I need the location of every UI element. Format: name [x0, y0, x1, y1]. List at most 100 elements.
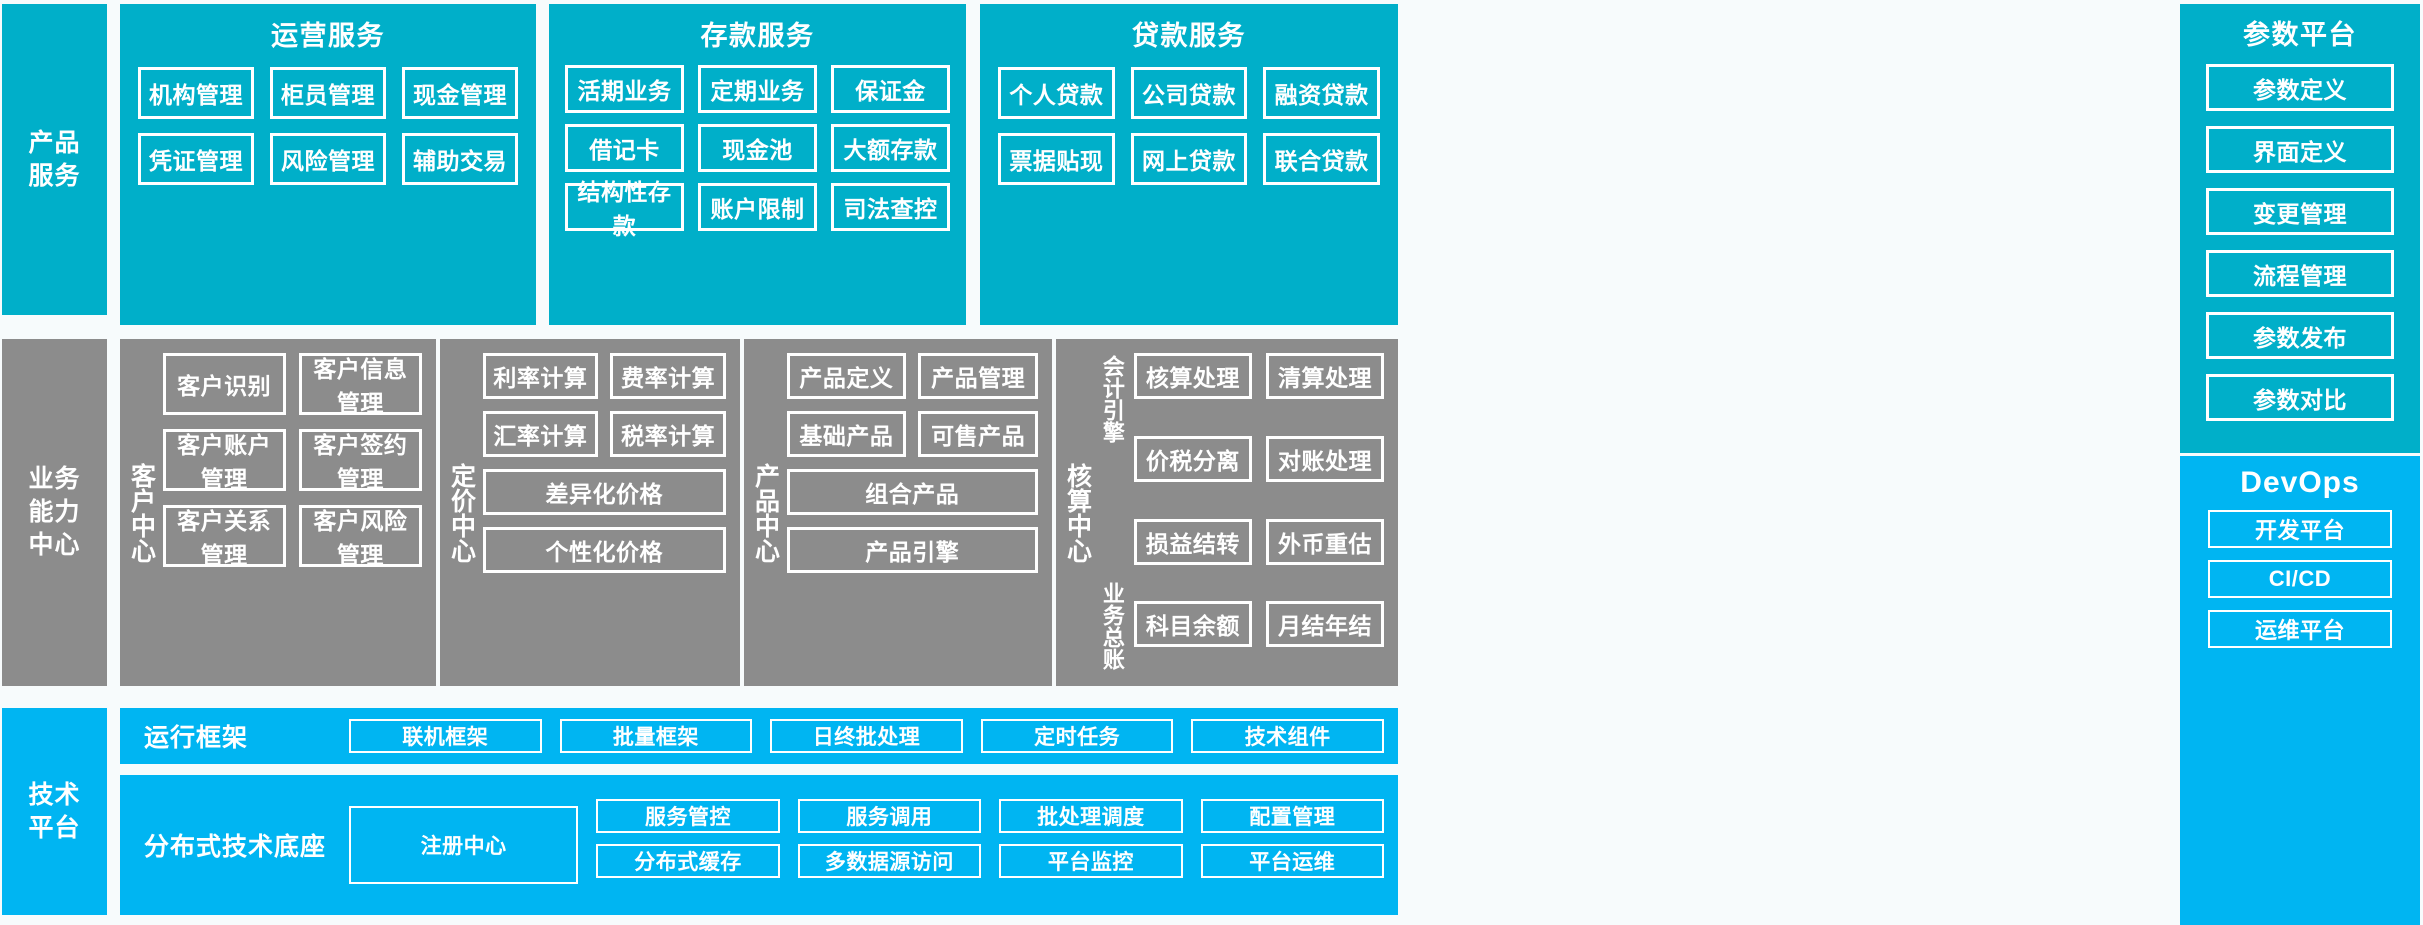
panel-parameter-platform: 参数平台 参数定义 界面定义 变更管理 流程管理 参数发布 参数对比: [2180, 4, 2420, 453]
capability-cell[interactable]: 利率计算: [482, 353, 599, 399]
panel-title-devops: DevOps: [2240, 466, 2360, 499]
loan-services-grid: 个人贷款 公司贷款 融资贷款 票据贴现 网上贷款 联合贷款: [980, 53, 1398, 185]
capability-cell[interactable]: 核算处理: [1133, 353, 1252, 399]
layer-label-capability-center: 业务能力中心: [2, 339, 107, 686]
capability-cell[interactable]: 客户账户管理: [162, 429, 286, 492]
capability-cell[interactable]: 月结年结: [1265, 601, 1384, 648]
devops-list: 开发平台 CI/CD 运维平台: [2180, 506, 2420, 648]
capability-cell[interactable]: 清算处理: [1265, 353, 1384, 399]
capability-cell[interactable]: 对账处理: [1265, 435, 1384, 482]
parameter-item[interactable]: 流程管理: [2206, 250, 2394, 297]
operation-services-grid: 机构管理 柜员管理 现金管理 凭证管理 风险管理 辅助交易: [120, 53, 536, 185]
row-label-distributed-base: 分布式技术底座: [144, 833, 327, 861]
tech-cell[interactable]: 批量框架: [559, 719, 753, 753]
capability-cell[interactable]: 费率计算: [610, 353, 726, 399]
capability-cell-wide[interactable]: 差异化价格: [482, 469, 726, 515]
capability-cell[interactable]: 损益结转: [1133, 518, 1252, 565]
service-cell[interactable]: 个人贷款: [998, 67, 1115, 119]
capability-cell[interactable]: 外币重估: [1265, 518, 1384, 565]
accounting-grid: 核算处理 清算处理 价税分离 对账处理 损益结转 外币重估 科目余额 月结年结: [1133, 353, 1384, 672]
row-label-runtime-framework: 运行框架: [144, 724, 249, 752]
capability-cell[interactable]: 产品管理: [918, 353, 1038, 399]
sublabel-accounting-engine: 会计引擎: [1099, 355, 1125, 443]
tech-cell[interactable]: 平台运维: [1200, 843, 1384, 878]
capability-cell[interactable]: 产品定义: [786, 353, 907, 399]
pricing-grid: 利率计算 费率计算 汇率计算 税率计算: [482, 353, 726, 457]
service-cell[interactable]: 风险管理: [270, 133, 386, 185]
capability-cell[interactable]: 基础产品: [786, 411, 907, 457]
parameter-item[interactable]: 参数发布: [2206, 312, 2394, 359]
parameter-item[interactable]: 参数对比: [2206, 374, 2394, 421]
center-label-product: 产品中心: [751, 462, 780, 563]
service-cell[interactable]: 凭证管理: [138, 133, 254, 185]
group-deposit-services: 存款服务 活期业务 定期业务 保证金 借记卡 现金池 大额存款 结构性存款 账户…: [549, 4, 966, 325]
service-cell[interactable]: 账户限制: [698, 183, 817, 231]
center-product-body: 产品定义 产品管理 基础产品 可售产品 组合产品 产品引擎: [779, 353, 1038, 672]
service-cell[interactable]: 公司贷款: [1130, 67, 1248, 119]
capability-cell[interactable]: 汇率计算: [482, 411, 599, 457]
capability-cell[interactable]: 价税分离: [1133, 435, 1252, 482]
service-cell[interactable]: 机构管理: [138, 67, 254, 119]
tech-cell[interactable]: 平台监控: [999, 843, 1183, 878]
capability-cell-wide[interactable]: 个性化价格: [482, 527, 726, 573]
service-cell[interactable]: 活期业务: [565, 65, 684, 113]
capability-cell[interactable]: 科目余额: [1133, 601, 1252, 648]
parameter-item[interactable]: 参数定义: [2206, 64, 2394, 111]
tech-cell[interactable]: 技术组件: [1191, 719, 1384, 753]
service-cell[interactable]: 现金池: [698, 124, 817, 172]
service-cell[interactable]: 网上贷款: [1130, 133, 1248, 185]
center-label-accounting: 核算中心: [1063, 462, 1092, 563]
service-cell[interactable]: 保证金: [831, 65, 950, 113]
capability-cell[interactable]: 客户风险管理: [298, 505, 422, 568]
capability-cell[interactable]: 客户信息管理: [298, 353, 422, 416]
center-pricing: 定价中心 利率计算 费率计算 汇率计算 税率计算 差异化价格 个性化价格: [440, 339, 740, 686]
service-cell[interactable]: 大额存款: [831, 124, 950, 172]
parameter-item[interactable]: 变更管理: [2206, 188, 2394, 235]
service-cell[interactable]: 柜员管理: [270, 67, 386, 119]
parameter-item[interactable]: 界面定义: [2206, 126, 2394, 173]
group-title-operation-services: 运营服务: [271, 21, 385, 51]
tech-cell[interactable]: 批处理调度: [999, 798, 1183, 833]
center-accounting: 核算中心 会计引擎 业务总账 核算处理 清算处理 价税分离 对账处理 损益结转 …: [1056, 339, 1398, 686]
service-cell[interactable]: 票据贴现: [998, 133, 1115, 185]
tech-cell[interactable]: 定时任务: [980, 719, 1174, 753]
center-accounting-body: 会计引擎 业务总账 核算处理 清算处理 价税分离 对账处理 损益结转 外币重估 …: [1091, 353, 1384, 672]
product-grid: 产品定义 产品管理 基础产品 可售产品: [786, 353, 1038, 457]
tech-cell[interactable]: 服务调用: [797, 798, 982, 833]
service-cell[interactable]: 结构性存款: [565, 179, 684, 239]
tech-cell[interactable]: 服务管控: [596, 798, 780, 833]
tech-cell[interactable]: 配置管理: [1200, 798, 1384, 833]
capability-cell[interactable]: 客户识别: [162, 353, 286, 415]
capability-cell[interactable]: 可售产品: [918, 411, 1038, 457]
service-cell[interactable]: 辅助交易: [402, 133, 518, 185]
group-loan-services: 贷款服务 个人贷款 公司贷款 融资贷款 票据贴现 网上贷款 联合贷款: [980, 4, 1398, 325]
devops-item[interactable]: 运维平台: [2208, 610, 2392, 648]
sublabel-business-ledger: 业务总账: [1099, 582, 1125, 670]
capability-cell[interactable]: 客户关系管理: [162, 505, 286, 568]
service-cell[interactable]: 现金管理: [402, 67, 518, 119]
center-product: 产品中心 产品定义 产品管理 基础产品 可售产品 组合产品 产品引擎: [744, 339, 1052, 686]
capability-cell-wide[interactable]: 产品引擎: [786, 527, 1038, 573]
tech-cell[interactable]: 分布式缓存: [596, 843, 780, 878]
service-cell[interactable]: 借记卡: [565, 124, 684, 172]
devops-item[interactable]: CI/CD: [2208, 560, 2392, 598]
capability-cell-wide[interactable]: 组合产品: [786, 469, 1038, 515]
service-cell[interactable]: 定期业务: [698, 65, 817, 113]
service-cell[interactable]: 融资贷款: [1263, 67, 1380, 119]
tech-cell[interactable]: 日终批处理: [770, 719, 963, 753]
tech-cell[interactable]: 多数据源访问: [797, 843, 982, 878]
service-cell[interactable]: 联合贷款: [1263, 133, 1380, 185]
capability-cell[interactable]: 税率计算: [610, 411, 726, 457]
devops-item[interactable]: 开发平台: [2208, 510, 2392, 548]
accounting-sublabels: 会计引擎 业务总账: [1099, 353, 1126, 672]
deposit-services-grid: 活期业务 定期业务 保证金 借记卡 现金池 大额存款 结构性存款 账户限制 司法…: [549, 53, 966, 239]
row-runtime-framework: 运行框架 联机框架 批量框架 日终批处理 定时任务 技术组件: [120, 708, 1398, 764]
capability-cell[interactable]: 客户签约管理: [298, 429, 422, 492]
distributed-base-cells: 注册中心 服务管控 分布式缓存 服务调用 多数据源访问 批处理调度 平台监控 配…: [349, 798, 1384, 892]
center-pricing-body: 利率计算 费率计算 汇率计算 税率计算 差异化价格 个性化价格: [475, 353, 726, 672]
service-cell[interactable]: 司法查控: [831, 183, 950, 231]
runtime-framework-cells: 联机框架 批量框架 日终批处理 定时任务 技术组件: [349, 719, 1384, 753]
tech-cell-registry[interactable]: 注册中心: [349, 806, 579, 884]
tech-cell[interactable]: 联机框架: [349, 719, 542, 753]
